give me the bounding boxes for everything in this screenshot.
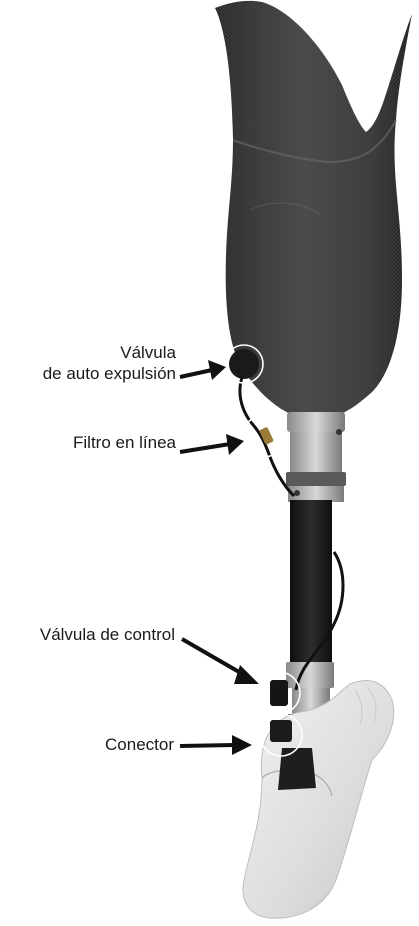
label-control-valve: Válvula de control xyxy=(40,625,175,645)
prosthetic-foot xyxy=(243,681,394,919)
label-self-expulsion-valve-line-2: de auto expulsión xyxy=(43,364,176,384)
arrow-connector xyxy=(180,735,252,755)
upper-adapter xyxy=(286,412,346,502)
self-expulsion-valve xyxy=(229,349,259,379)
arrow-valve xyxy=(180,360,226,380)
control-valve-body xyxy=(270,680,288,706)
arrow-control xyxy=(182,639,259,684)
arrow-filter xyxy=(180,434,244,455)
connector-body xyxy=(270,720,292,742)
label-inline-filter: Filtro en línea xyxy=(73,433,176,453)
label-connector: Conector xyxy=(105,735,174,755)
label-self-expulsion-valve-line-1: Válvula xyxy=(120,343,176,363)
